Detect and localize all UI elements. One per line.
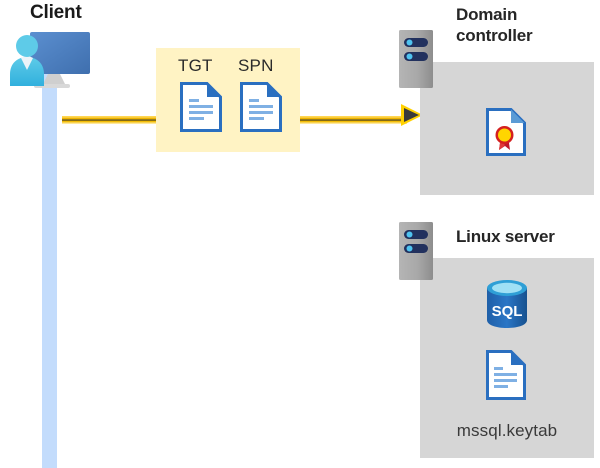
linux-server-rack-icon — [399, 222, 433, 285]
client-title: Client — [30, 2, 82, 23]
domain-controller-title: Domain controller — [456, 5, 533, 45]
sql-database-icon: SQL — [484, 278, 530, 335]
keytab-document-icon — [486, 350, 526, 405]
user-monitor-icon — [8, 28, 94, 92]
arrow-head-icon — [400, 103, 424, 127]
certificate-document-icon — [486, 108, 526, 161]
domain-controller-server-rack-icon — [399, 30, 433, 93]
linux-server-title: Linux server — [456, 227, 555, 246]
spn-document-icon — [240, 82, 282, 137]
spn-label: SPN — [238, 56, 274, 75]
tgt-label: TGT — [178, 56, 213, 75]
client-lifeline — [42, 62, 57, 468]
keytab-file-label: mssql.keytab — [456, 421, 558, 440]
tgt-document-icon — [180, 82, 222, 137]
svg-text:SQL: SQL — [492, 303, 523, 320]
